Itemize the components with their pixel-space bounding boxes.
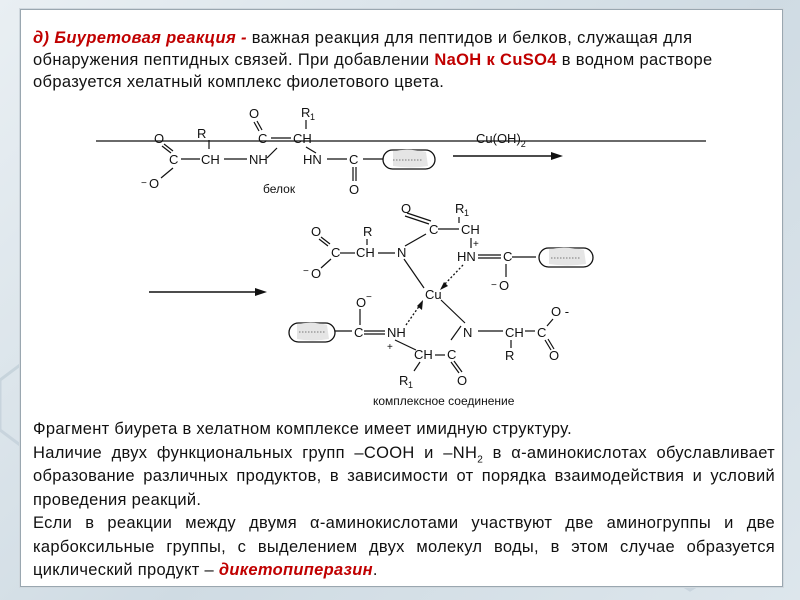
reactant-structure: O R O R 1 C CH C CH NH HN C − O O bbox=[96, 105, 706, 197]
atom-ch: CH bbox=[461, 222, 480, 237]
atom-o: O bbox=[154, 131, 164, 146]
intro-text: важная реакция для пептидов и белков, сл… bbox=[33, 29, 693, 69]
explanation-text: Фрагмент биурета в хелатном комплексе им… bbox=[33, 418, 775, 583]
paragraph-functional-groups: Наличие двух функциональных групп –COOH … bbox=[33, 443, 775, 509]
atom-o: O bbox=[149, 176, 159, 191]
atom-cu: Cu bbox=[425, 287, 442, 302]
atom-r1: R bbox=[455, 201, 464, 216]
atom-c: C bbox=[169, 152, 178, 167]
atom-o: O bbox=[356, 295, 366, 310]
atom-c: C bbox=[537, 325, 546, 340]
charge-minus: − bbox=[491, 280, 497, 291]
paragraph-diketopiperazine: Если в реакции между двумя α-аминокислот… bbox=[33, 514, 775, 579]
reagent-label: Cu(OH)2 bbox=[476, 131, 526, 149]
paragraph-imide: Фрагмент биурета в хелатном комплексе им… bbox=[33, 420, 572, 438]
atom-c: C bbox=[429, 222, 438, 237]
atom-o: O bbox=[249, 106, 259, 121]
charge-minus: − bbox=[366, 292, 372, 303]
charge-minus: − bbox=[141, 178, 147, 189]
product-label: комплексное соединение bbox=[373, 394, 515, 408]
atom-n: N bbox=[397, 245, 406, 260]
atom-ch: CH bbox=[293, 131, 312, 146]
atom-c: C bbox=[349, 152, 358, 167]
subscript-1: 1 bbox=[408, 380, 413, 390]
charge-plus: + bbox=[387, 342, 393, 353]
atom-n: N bbox=[463, 325, 472, 340]
diketopiperazine-highlight: дикетопиперазин bbox=[218, 561, 373, 579]
atom-ch: CH bbox=[356, 245, 375, 260]
atom-ch: CH bbox=[201, 152, 220, 167]
atom-r: R bbox=[505, 348, 514, 363]
section-heading: д) Биуретовая реакция - bbox=[33, 29, 247, 47]
charge-minus: − bbox=[303, 266, 309, 277]
atom-hn: HN bbox=[303, 152, 322, 167]
charge-plus: + bbox=[473, 239, 479, 250]
atom-r1: R bbox=[301, 105, 310, 120]
reactant-label: белок bbox=[263, 182, 296, 196]
atom-o: O bbox=[311, 224, 321, 239]
atom-o: O - bbox=[551, 304, 569, 319]
biuret-reaction-scheme: O R O R 1 C CH C CH NH HN C − O O bbox=[96, 105, 706, 408]
atom-ch: CH bbox=[414, 347, 433, 362]
atom-r: R bbox=[363, 224, 372, 239]
atom-hn: HN bbox=[457, 249, 476, 264]
atom-o: O bbox=[349, 182, 359, 197]
reagent-highlight: NaOH к CuSO4 bbox=[434, 51, 557, 69]
subscript-1: 1 bbox=[464, 208, 469, 218]
atom-nh: NH bbox=[387, 325, 406, 340]
atom-o: O bbox=[311, 266, 321, 281]
atom-ch: CH bbox=[505, 325, 524, 340]
atom-c: C bbox=[447, 347, 456, 362]
atom-r1: R bbox=[399, 373, 408, 388]
atom-o: O bbox=[499, 278, 509, 293]
subscript-1: 1 bbox=[310, 112, 315, 122]
atom-c: C bbox=[331, 245, 340, 260]
product-bonds bbox=[318, 212, 555, 374]
atom-c: C bbox=[503, 249, 512, 264]
coordination-bonds bbox=[405, 264, 464, 326]
intro-text-end: в водном растворе образуется хелатный ко… bbox=[33, 51, 713, 91]
atom-r: R bbox=[197, 126, 206, 141]
atom-o: O bbox=[457, 373, 467, 388]
atom-nh: NH bbox=[249, 152, 268, 167]
intro-paragraph: д) Биуретовая реакция - важная реакция д… bbox=[33, 27, 773, 93]
atom-c: C bbox=[258, 131, 267, 146]
product-structure: O C − O R CH N O C R 1 CH + HN C O − Cu … bbox=[303, 201, 569, 390]
atom-c: C bbox=[354, 325, 363, 340]
slide-card: д) Биуретовая реакция - важная реакция д… bbox=[20, 9, 783, 587]
atom-o: O bbox=[401, 201, 411, 216]
atom-o: O bbox=[549, 348, 559, 363]
